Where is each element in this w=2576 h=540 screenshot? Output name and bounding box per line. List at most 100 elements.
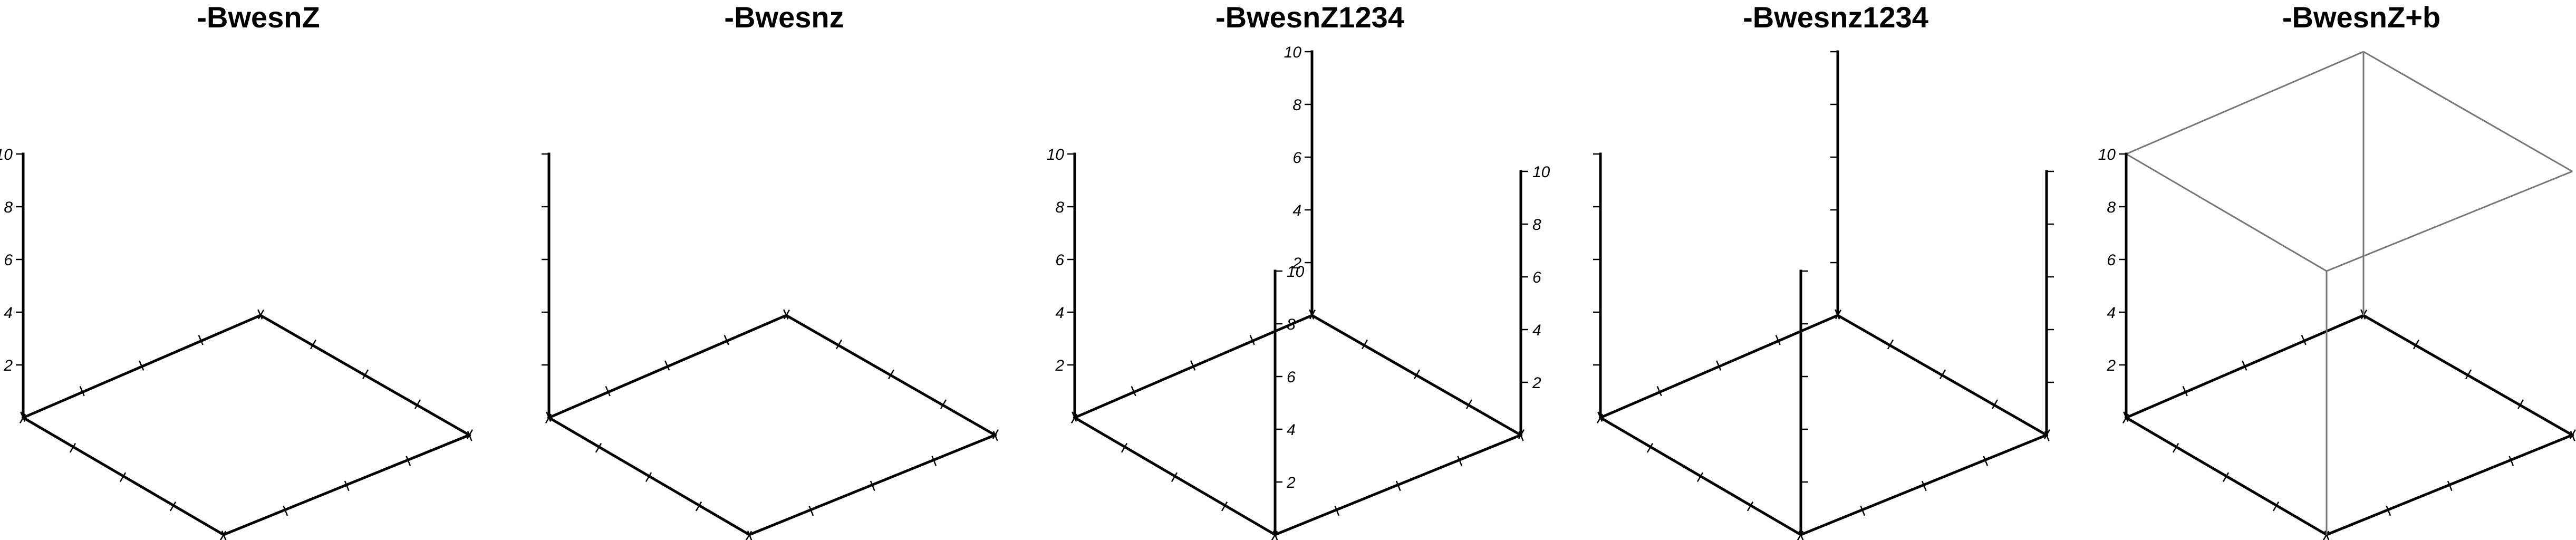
- base-tick: [2242, 360, 2247, 371]
- base-tick: [664, 360, 670, 371]
- base-tick: [783, 309, 789, 320]
- z-tick-label: 2: [1532, 374, 1541, 392]
- z-tick-label: 2: [3, 357, 13, 374]
- base-tick: [2569, 429, 2576, 439]
- base-tick: [1921, 480, 1927, 491]
- base-tick: [2222, 472, 2230, 482]
- z-tick-label: 4: [1292, 202, 1301, 219]
- base-tick: [2413, 339, 2420, 350]
- base-tick: [2465, 369, 2472, 380]
- z-tick-label: 6: [4, 252, 13, 269]
- base-tick: [139, 360, 144, 371]
- z-axis-corner-2: [1799, 269, 1808, 536]
- z-tick-label: 10: [1287, 263, 1305, 281]
- base-tick: [466, 429, 474, 439]
- base-tick: [1413, 369, 1421, 380]
- base-tick: [723, 334, 729, 345]
- base-tick: [1249, 334, 1255, 345]
- z-tick-label: 2: [2106, 357, 2116, 374]
- base-tick: [1457, 456, 1463, 466]
- base-tick: [2301, 334, 2307, 345]
- base-tick: [221, 531, 227, 540]
- box-top-edge: [2126, 153, 2327, 272]
- base-tick: [1221, 501, 1228, 512]
- z-tick-label: 10: [1047, 146, 1065, 163]
- z-tick-label: 2: [1292, 255, 1301, 272]
- z-tick-label: 6: [1287, 369, 1296, 386]
- base-tick: [79, 385, 85, 397]
- panel-title: -Bwesnz1234: [1743, 1, 1928, 34]
- base-tick: [362, 369, 369, 380]
- base-tick: [1939, 369, 1946, 380]
- base-tick: [283, 505, 288, 516]
- base-tick: [1465, 399, 1473, 409]
- base-tick: [1887, 339, 1894, 350]
- z-tick-label: 4: [1287, 421, 1296, 439]
- z-tick-label: 8: [1292, 97, 1301, 114]
- z-tick-label: 8: [1532, 216, 1541, 234]
- z-tick-label: 8: [4, 199, 13, 216]
- z-tick-label: 8: [2107, 199, 2116, 216]
- base-tick: [1775, 334, 1781, 345]
- z-axis-corner-3: [2045, 170, 2054, 437]
- base-tick: [835, 339, 843, 350]
- base-tick: [2172, 442, 2179, 453]
- z-tick-label: 4: [2107, 304, 2116, 322]
- panel-2: -Bwesnz: [542, 1, 999, 540]
- base-tick: [2517, 399, 2524, 409]
- z-axis-corner-4: [1830, 50, 1839, 317]
- base-tick: [2509, 456, 2514, 466]
- panel-title: -Bwesnz: [724, 1, 844, 34]
- z-tick-label: 10: [1532, 163, 1550, 181]
- base-tick: [2272, 501, 2280, 512]
- panel-1: -BwesnZ246810: [0, 1, 474, 540]
- panel-title: -BwesnZ: [197, 1, 320, 34]
- base-tick: [198, 334, 204, 345]
- z-axis-corner-4: 2 4 6 8 10: [1284, 44, 1314, 317]
- base-tick: [870, 480, 875, 491]
- base-tick: [169, 501, 177, 512]
- base-tick: [1395, 480, 1401, 491]
- base-tick: [887, 369, 895, 380]
- base-tick: [310, 339, 317, 350]
- z-axis-corner-1: [542, 152, 551, 419]
- z-tick-label: 6: [1055, 252, 1064, 269]
- base-tick: [1361, 339, 1368, 350]
- z-tick-label: 6: [1292, 149, 1301, 167]
- base-tick: [747, 531, 752, 540]
- z-tick-label: 6: [2107, 252, 2116, 269]
- base-tick: [414, 399, 421, 409]
- base-tick: [992, 429, 999, 439]
- base-tick: [1991, 399, 1999, 409]
- base-tick: [940, 399, 947, 409]
- base-tick: [406, 456, 411, 466]
- base-tick: [695, 501, 702, 512]
- z-tick-label: 8: [1287, 316, 1296, 333]
- base-tick: [1983, 456, 1989, 466]
- panel-title: -BwesnZ+b: [2282, 1, 2440, 34]
- z-tick-label: 6: [1532, 269, 1541, 286]
- base-tick: [2324, 531, 2330, 540]
- z-axis-corner-2: 2 4 6 8 10: [1273, 263, 1305, 536]
- z-tick-label: 8: [1055, 199, 1064, 216]
- z-tick-label: 2: [1286, 474, 1296, 491]
- base-tick: [808, 505, 814, 516]
- z-tick-label: 10: [1284, 44, 1302, 61]
- panel-4: -Bwesnz1234: [1593, 1, 2054, 540]
- base-tick: [1171, 472, 1178, 482]
- panel-title: -BwesnZ1234: [1215, 1, 1404, 34]
- base-tick: [2386, 505, 2391, 516]
- box-top-edge: [2126, 51, 2364, 155]
- base-tick: [1121, 442, 1128, 453]
- box-top-edge: [2363, 51, 2573, 172]
- base-tick: [1646, 442, 1654, 453]
- base-tick: [1747, 501, 1754, 512]
- base-tick: [344, 480, 350, 491]
- base-tick: [69, 442, 76, 453]
